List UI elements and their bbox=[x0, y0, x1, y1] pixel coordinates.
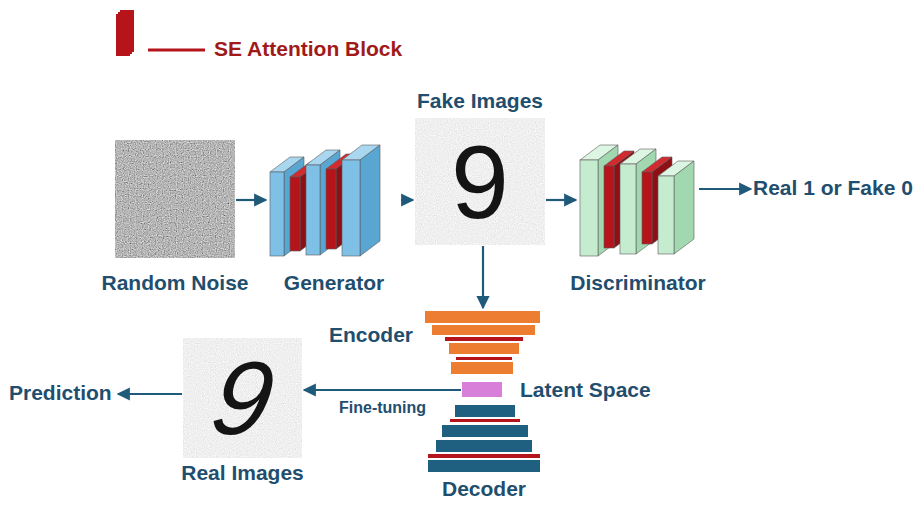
node-label: Fake Images bbox=[417, 89, 543, 113]
node-label: Real 1 or Fake 0 bbox=[753, 176, 913, 200]
autoencoder-layer bbox=[449, 343, 519, 354]
real-image-frame: Real Images9 bbox=[183, 338, 302, 458]
node-label: Encoder bbox=[329, 323, 413, 347]
legend-swatch bbox=[116, 14, 130, 56]
edge-label: Fine-tuning bbox=[337, 399, 428, 417]
layer-block-front bbox=[620, 164, 636, 254]
flow-arrow bbox=[482, 246, 484, 308]
layer-block-front bbox=[326, 169, 336, 249]
flow-arrow bbox=[699, 188, 751, 190]
latent-space-box: Latent Space bbox=[462, 382, 502, 397]
autoencoder-layer bbox=[432, 325, 535, 335]
layer-block-front bbox=[270, 172, 284, 256]
discriminator-block: Discriminator bbox=[578, 140, 698, 258]
layer-block-front bbox=[604, 166, 614, 248]
autoencoder-layer bbox=[455, 405, 515, 417]
autoencoder-layer bbox=[445, 337, 523, 341]
autoencoder-layer bbox=[456, 357, 512, 360]
layer-block-front bbox=[642, 172, 652, 244]
decoder-stack: Decoder bbox=[428, 403, 540, 473]
node-label: Generator bbox=[284, 271, 384, 295]
prediction-label: Prediction bbox=[9, 381, 116, 407]
fake-image bbox=[415, 118, 545, 245]
layer-block-front bbox=[658, 176, 674, 254]
encoder-stack: Encoder bbox=[425, 310, 540, 376]
legend-text: SE Attention Block bbox=[214, 37, 402, 61]
flow-arrow bbox=[304, 389, 461, 391]
flow-arrow bbox=[546, 199, 576, 201]
layer-block-front bbox=[342, 160, 360, 256]
node-label: Decoder bbox=[442, 477, 526, 501]
digit-glyph: 9 bbox=[451, 130, 509, 234]
flow-arrow bbox=[401, 199, 413, 201]
autoencoder-layer bbox=[450, 419, 520, 422]
autoencoder-layer bbox=[451, 362, 513, 374]
autoencoder-layer bbox=[436, 440, 532, 452]
node-label: Discriminator bbox=[570, 271, 705, 295]
flow-arrow bbox=[118, 393, 182, 395]
generator-block: Generator bbox=[268, 140, 400, 258]
node-label: Prediction bbox=[9, 381, 112, 405]
node-label: Random Noise bbox=[101, 271, 248, 295]
layer-block-side bbox=[674, 161, 694, 254]
autoencoder-layer bbox=[462, 382, 502, 397]
flow-arrow bbox=[236, 199, 266, 201]
fake-image-frame: Fake Images9 bbox=[415, 118, 545, 245]
layer-block-front bbox=[306, 165, 320, 255]
autoencoder-layer bbox=[425, 311, 540, 323]
autoencoder-layer bbox=[428, 454, 540, 458]
legend-line bbox=[148, 49, 205, 52]
node-label: Latent Space bbox=[520, 377, 651, 401]
noise-image bbox=[115, 140, 235, 258]
layer-block-front bbox=[580, 160, 598, 256]
autoencoder-layer bbox=[442, 425, 528, 437]
node-label: Real Images bbox=[181, 461, 304, 485]
layer-block-side bbox=[360, 145, 380, 256]
output-label: Real 1 or Fake 0 bbox=[753, 176, 917, 202]
layer-block-front bbox=[290, 177, 300, 251]
noise-image-frame: Random Noise bbox=[115, 140, 235, 258]
autoencoder-layer bbox=[428, 460, 540, 472]
real-image bbox=[183, 338, 302, 458]
digit-glyph: 9 bbox=[204, 346, 280, 450]
